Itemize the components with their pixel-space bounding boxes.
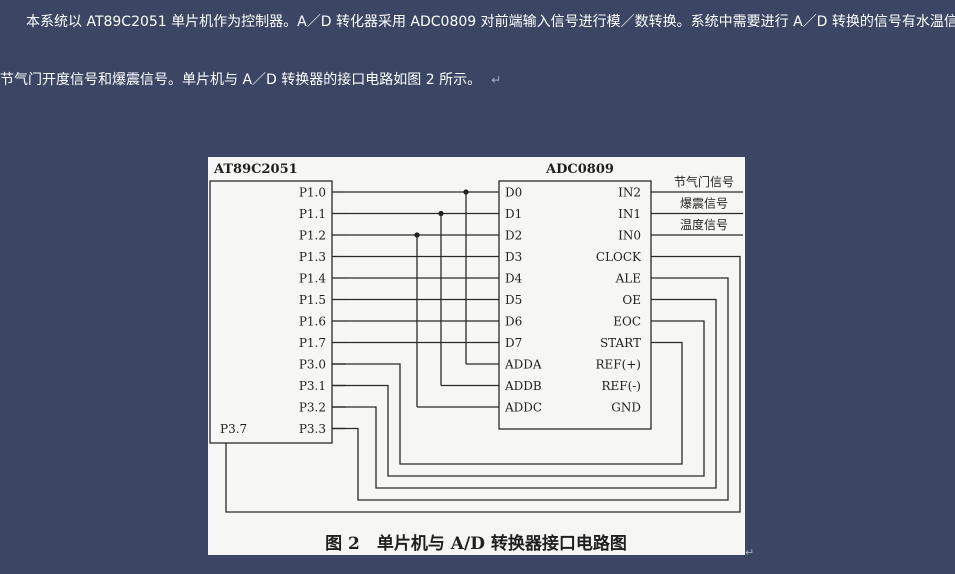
adc-right-pin-label: CLOCK [596,250,642,264]
clock-to-p37-wire [225,255,741,513]
mcu-pin-label: P3.1 [299,379,326,393]
mcu-pin-label: P1.7 [299,336,326,350]
adc-left-pin-label: D4 [505,272,523,286]
adc-right-pin-label: REF(-) [601,379,641,393]
adc-right-pin-label: REF(+) [595,358,641,372]
paragraph-2: 节气门开度信号和爆震信号。单片机与 A／D 转换器的接口电路如图 2 所示。 ↵ [0,70,955,90]
mcu-pin-label: P1.6 [299,315,326,329]
adc-right-pin-label: ALE [615,272,641,286]
adc-right-pin-label: START [600,336,641,350]
mcu-pin-label: P3.3 [299,422,326,436]
adc-left-pin-label: D3 [505,250,522,264]
mcu-pin-label: P1.3 [299,250,326,264]
paragraph-1: 本系统以 AT89C2051 单片机作为控制器。A／D 转化器采用 ADC080… [0,12,955,32]
mcu-pin-label: P1.5 [299,293,326,307]
adc-left-pin-label: ADDA [504,358,542,372]
circuit-diagram: AT89C2051 ADC0809P1.0P1.1P1.2P1.3P1.4P1.5… [209,162,743,554]
mcu-name: AT89C2051 [213,162,298,177]
adc-left-pin-label: D7 [505,336,522,350]
mcu-pin-label: P1.1 [299,207,326,221]
oe-wire [332,298,717,489]
figure-end-mark-icon: ↵ [745,546,755,559]
mcu-pin-label: P1.2 [299,229,326,243]
adc-right-pin-label: EOC [613,315,641,329]
adc-name: ADC0809 [545,162,614,177]
paragraph-1-text: 本系统以 AT89C2051 单片机作为控制器。A／D 转化器采用 ADC080… [26,14,955,30]
circuit-labels: AT89C2051 ADC0809P1.0P1.1P1.2P1.3P1.4P1.5… [213,162,734,554]
adc-left-pin-label: ADDB [504,379,542,393]
signal-label: 节气门信号 [674,174,734,189]
adc-right-pin-label: GND [611,401,641,415]
figure-caption: 图 2 单片机与 A/D 转换器接口电路图 [325,533,627,554]
adc-left-pin-label: D1 [505,207,522,221]
signal-label: 爆震信号 [680,197,728,211]
adc-left-pin-label: D2 [505,229,522,243]
mcu-pin-label: P3.2 [299,401,326,415]
adc-left-pin-label: D0 [505,186,522,200]
mcu-pin-label: P1.0 [299,186,326,200]
adc-right-pin-label: IN1 [618,207,641,221]
paragraph-2-text: 节气门开度信号和爆震信号。单片机与 A／D 转换器的接口电路如图 2 所示。 [0,72,482,88]
mcu-pin-label: P1.4 [299,272,327,286]
adc-right-pin-label: IN2 [618,186,641,200]
adc-chip-body [498,180,652,430]
signal-label: 温度信号 [680,217,728,232]
adc-left-pin-label: ADDC [504,401,542,415]
mcu-pin-label: P3.0 [299,358,326,372]
adc-left-pin-label: D6 [505,315,522,329]
eoc-wire [332,320,705,477]
adc-right-pin-label: IN0 [618,229,641,243]
mcu-left-pin-label: P3.7 [220,422,247,436]
circuit-wires [209,180,743,513]
ale-wire [332,277,729,501]
mcu-chip-body [209,180,333,444]
start-wire [332,341,683,465]
adc-right-pin-label: OE [622,293,641,307]
paragraph-mark-icon: ↵ [491,73,502,87]
adc-left-pin-label: D5 [505,293,522,307]
